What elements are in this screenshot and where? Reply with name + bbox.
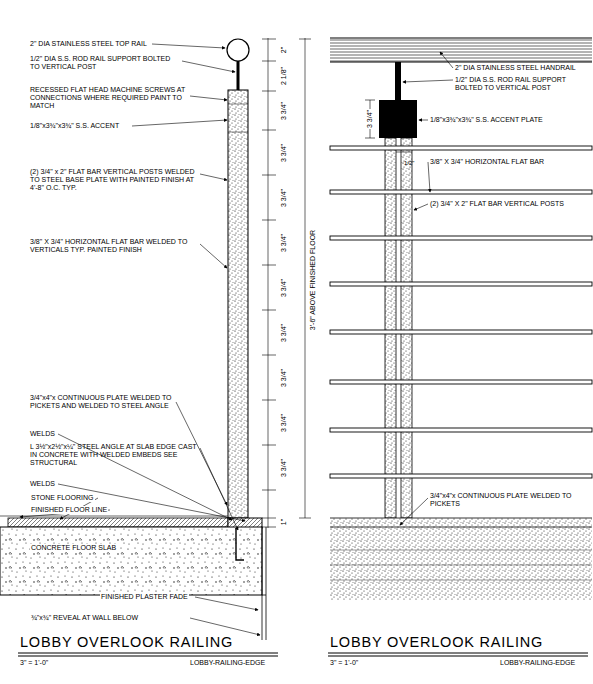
dimension-text: 1/2" xyxy=(404,160,414,167)
callout-label: 1/2" DIA S.S. ROD RAIL SUPPORT BOLTED TO… xyxy=(455,76,590,92)
dimension-text: 2" xyxy=(280,46,288,54)
dimension-text: 3 3/4" xyxy=(280,278,288,298)
callout-label: CONCRETE FLOOR SLAB xyxy=(30,544,117,552)
callout-label: STONE FLOORING xyxy=(30,494,95,502)
dimension-text: 3 3/4" xyxy=(280,188,288,208)
callout-label: 2" DIA STAINLESS STEEL HANDRAIL xyxy=(455,64,590,72)
callout-label: 1/2" DIA S.S. ROD RAIL SUPPORT BOLTED TO… xyxy=(30,55,180,71)
dimension-text: 3 3/4" xyxy=(366,109,374,129)
dimension-text: 3 3/4" xyxy=(280,458,288,478)
dimension-text: 1" xyxy=(280,518,288,526)
dimension-text: 3 3/4" xyxy=(280,368,288,388)
callout-label: WELDS xyxy=(30,430,60,438)
dimension-text: 3 3/4" xyxy=(280,101,288,121)
callout-label: (2) 3/4" X 2" FLAT BAR VERTICAL POSTS xyxy=(430,200,580,208)
dimension-text: 3 3/4" xyxy=(280,143,288,163)
dimension-text: 3 3/4" xyxy=(280,323,288,343)
callout-label: (2) 3/4" x 2" FLAT BAR VERTICAL POSTS WE… xyxy=(30,168,198,192)
callout-label: LOBBY-RAILING-EDGE xyxy=(500,659,590,667)
dimension-text: 3 3/4" xyxy=(280,233,288,253)
callout-label: 1/8"x3¾"x3¾" S.S. ACCENT xyxy=(30,122,134,130)
callout-label: WELDS xyxy=(30,480,60,488)
callout-label: 2" DIA STAINLESS STEEL TOP RAIL xyxy=(30,40,152,48)
dimension-text: 2 1/8" xyxy=(280,66,288,86)
callout-label: ¾"x¾" REVEAL AT WALL BELOW xyxy=(30,614,139,622)
callout-label: 3" = 1'-0" xyxy=(20,659,90,667)
dimension-text: 3 3/4" xyxy=(280,413,288,433)
callout-label: 3/8" X 3/4" HORIZONTAL FLAT BAR xyxy=(430,158,590,166)
callout-label: 3/4"x4"x CONTINUOUS PLATE WELDED TO PICK… xyxy=(430,492,580,508)
callout-label: L 3½"x2½"x¼" STEEL ANGLE AT SLAB EDGE CA… xyxy=(30,443,198,467)
drawing-title: LOBBY OVERLOOK RAILING xyxy=(330,634,543,651)
callout-label: 3" = 1'-0" xyxy=(330,659,400,667)
callout-label: FINISHED FLOOR LINE xyxy=(30,506,108,514)
callout-label: RECESSED FLAT HEAD MACHINE SCREWS AT CON… xyxy=(30,86,188,110)
dimension-text: 3'-6" ABOVE FINISHED FLOOR xyxy=(309,229,317,331)
callout-label: LOBBY-RAILING-EDGE xyxy=(190,659,280,667)
callout-label: 1/8"x3¾"x3¾" S.S. ACCENT PLATE xyxy=(430,116,590,124)
callout-label: 3/4"x4"x CONTINUOUS PLATE WELDED TO PICK… xyxy=(30,394,175,410)
drawing-title: LOBBY OVERLOOK RAILING xyxy=(20,634,233,651)
callout-label: FINISHED PLASTER FADE xyxy=(100,593,189,601)
callout-label: 3/8" X 3/4" HORIZONTAL FLAT BAR WELDED T… xyxy=(30,238,198,254)
